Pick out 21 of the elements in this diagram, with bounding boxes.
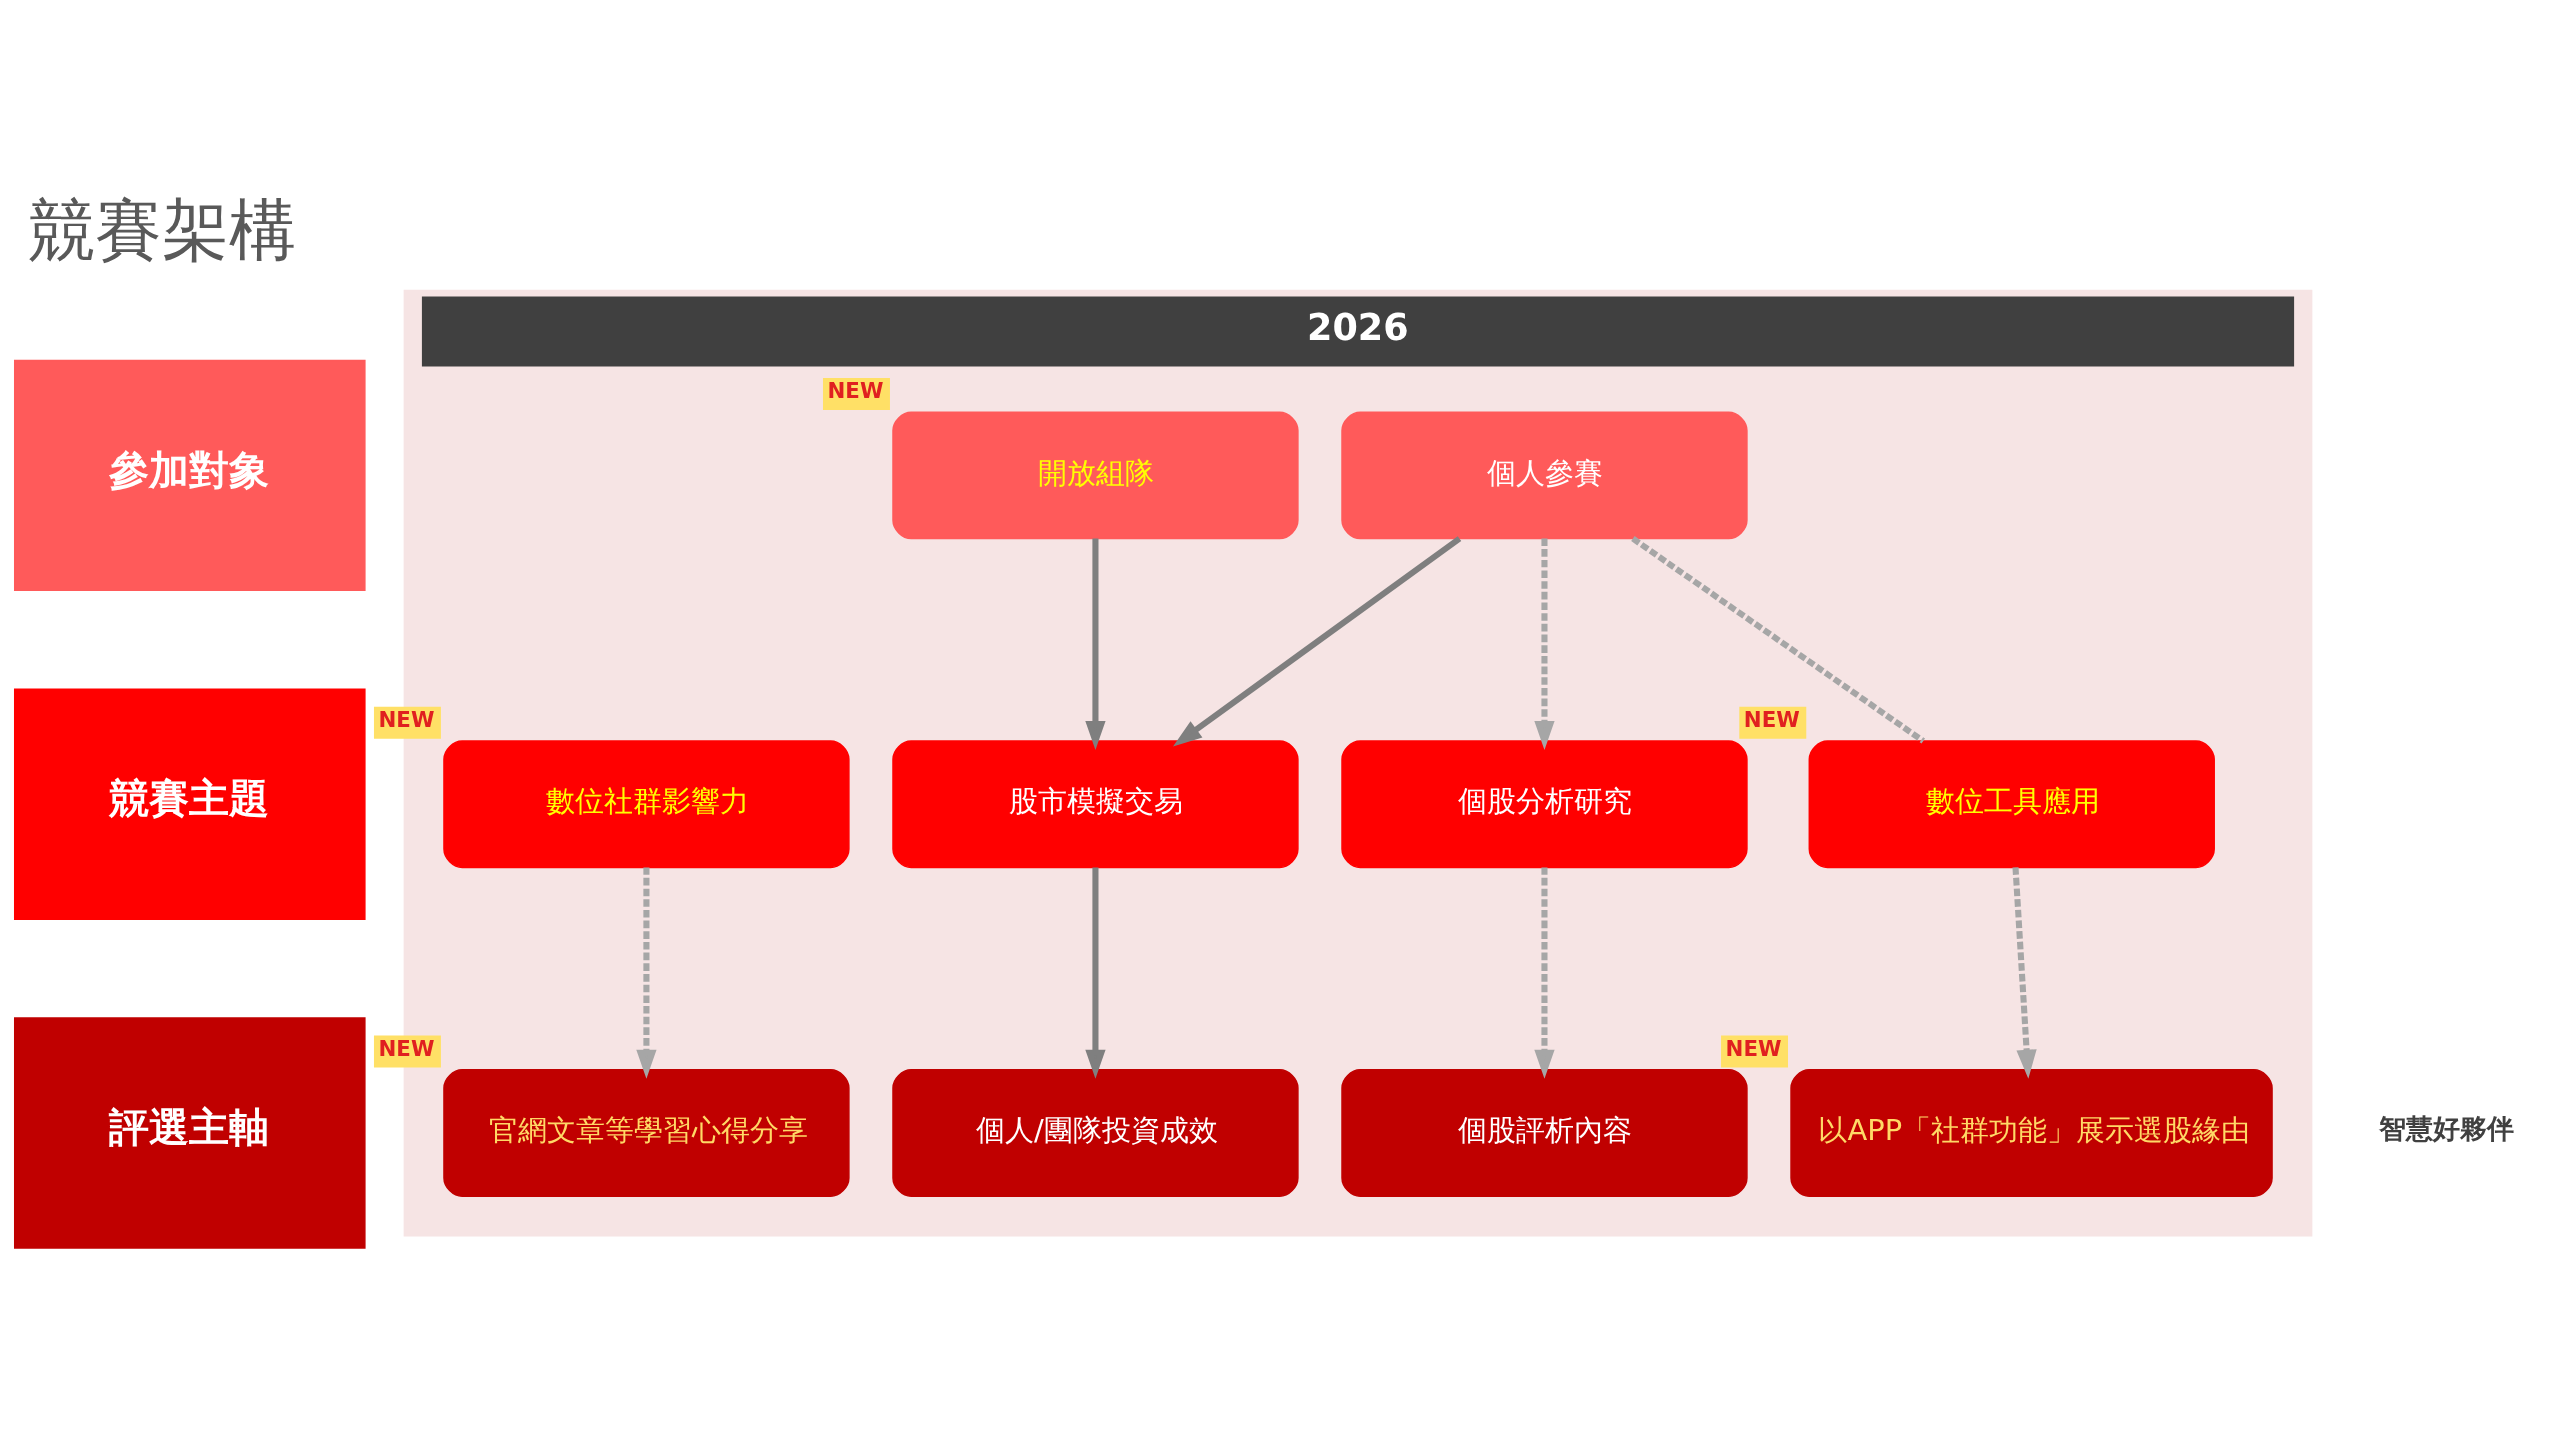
node-label: NEW bbox=[827, 377, 884, 403]
diagram-title: 競賽架構 bbox=[28, 190, 297, 269]
node-box: 個人參賽 bbox=[1341, 411, 1748, 539]
node-box: 個股分析研究 bbox=[1341, 739, 1748, 868]
node-box: 競賽主題 bbox=[14, 688, 366, 920]
node-box: 個人/團隊投資成效 bbox=[892, 1068, 1299, 1197]
arrow bbox=[2012, 866, 2037, 1079]
arrow bbox=[1534, 866, 1555, 1079]
label: 智慧好夥伴 bbox=[2379, 1112, 2515, 1144]
arrow bbox=[1085, 866, 1106, 1079]
arrow bbox=[636, 866, 657, 1079]
node-label: NEW bbox=[1725, 1035, 1782, 1061]
connector bbox=[1631, 535, 1925, 743]
node-box: 股市模擬交易 bbox=[892, 739, 1299, 868]
node-box: 評選主軸 bbox=[14, 1016, 366, 1249]
arrow bbox=[1173, 535, 1462, 746]
node-box: 個股評析內容 bbox=[1341, 1068, 1748, 1197]
arrow bbox=[1085, 538, 1106, 750]
arrow bbox=[1534, 538, 1555, 750]
node-box: 參加對象 bbox=[14, 359, 366, 591]
node-label: NEW bbox=[1743, 706, 1800, 732]
